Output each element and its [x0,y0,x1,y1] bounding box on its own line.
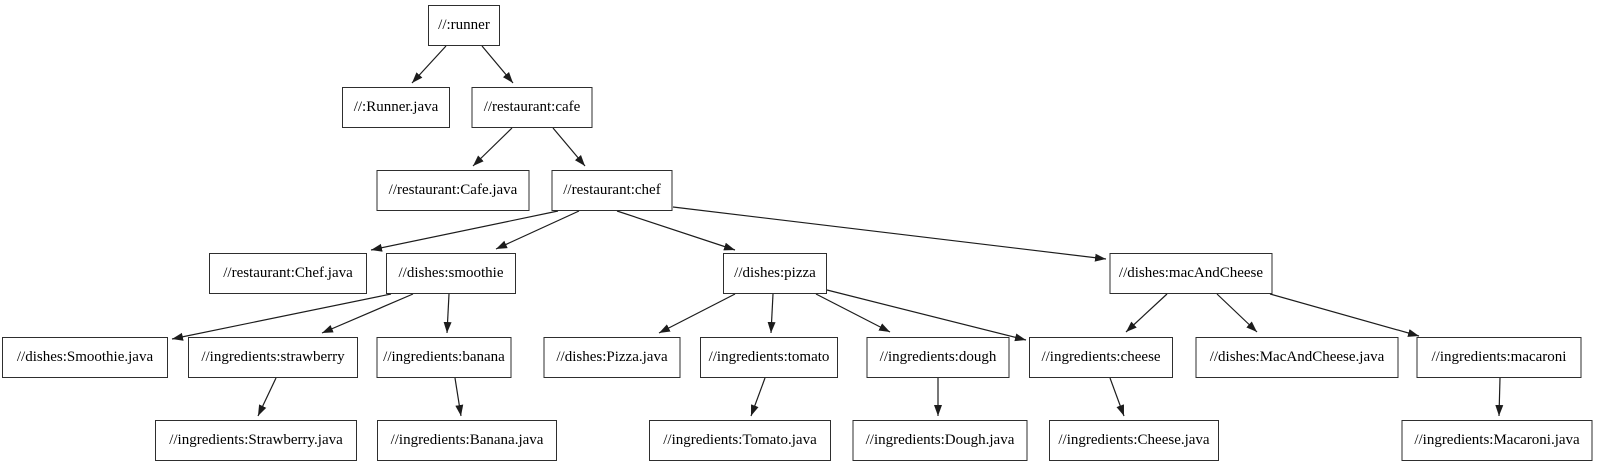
graph-node-strawberry_java: //ingredients:Strawberry.java [155,420,357,461]
graph-node-mac_java: //dishes:MacAndCheese.java [1195,337,1399,378]
edge-mac-to-macaroni [1269,293,1420,337]
edge-pizza-to-pizza_java [658,293,736,334]
edge-chef-to-mac [672,206,1107,262]
graph-node-pizza: //dishes:pizza [723,253,827,294]
graph-node-chef: //restaurant:chef [551,170,673,211]
edge-mac-to-cheese [1125,293,1168,333]
edge-runner-to-cafe [481,45,514,84]
edge-chef-to-pizza [616,210,736,251]
graph-node-strawberry: //ingredients:strawberry [188,337,358,378]
edge-pizza-to-tomato [767,293,776,334]
edge-chef-to-chef_java [370,210,559,252]
graph-node-dough: //ingredients:dough [866,337,1010,378]
graph-node-macaroni_java: //ingredients:Macaroni.java [1401,420,1593,461]
edge-pizza-to-cheese [826,289,1027,342]
graph-node-tomato: //ingredients:tomato [700,337,838,378]
edge-smoothie-to-strawberry [321,293,414,334]
edge-pizza-to-dough [815,293,891,333]
edge-cafe-to-chef [552,127,586,167]
graph-node-tomato_java: //ingredients:Tomato.java [649,420,831,461]
graph-node-macaroni: //ingredients:macaroni [1416,337,1582,378]
edge-tomato-to-tomato_java [750,377,766,417]
graph-node-runner_java: //:Runner.java [342,87,450,128]
edge-runner-to-runner_java [411,45,447,84]
edge-cafe-to-cafe_java [472,127,513,167]
edge-macaroni-to-macaroni_java [1495,377,1504,417]
edge-banana-to-banana_java [454,377,464,417]
graph-node-cafe: //restaurant:cafe [471,87,593,128]
graph-node-mac: //dishes:macAndCheese [1109,253,1273,294]
edge-smoothie-to-banana [443,293,452,334]
graph-node-smoothie: //dishes:smoothie [386,253,516,294]
graph-node-chef_java: //restaurant:Chef.java [209,253,367,294]
edge-mac-to-mac_java [1216,293,1258,333]
graph-node-cheese: //ingredients:cheese [1029,337,1173,378]
graph-node-banana_java: //ingredients:Banana.java [377,420,557,461]
graph-node-banana: //ingredients:banana [376,337,512,378]
edge-chef-to-smoothie [495,210,580,250]
graph-node-smoothie_java: //dishes:Smoothie.java [2,337,168,378]
edge-cheese-to-cheese_java [1109,377,1125,417]
edge-strawberry-to-strawberry_java [257,377,277,417]
graph-node-cheese_java: //ingredients:Cheese.java [1049,420,1219,461]
graph-node-runner: //:runner [428,5,500,46]
edge-smoothie-to-smoothie_java [171,293,392,341]
graph-node-cafe_java: //restaurant:Cafe.java [376,170,530,211]
graph-node-pizza_java: //dishes:Pizza.java [543,337,681,378]
graph-node-dough_java: //ingredients:Dough.java [852,420,1028,461]
